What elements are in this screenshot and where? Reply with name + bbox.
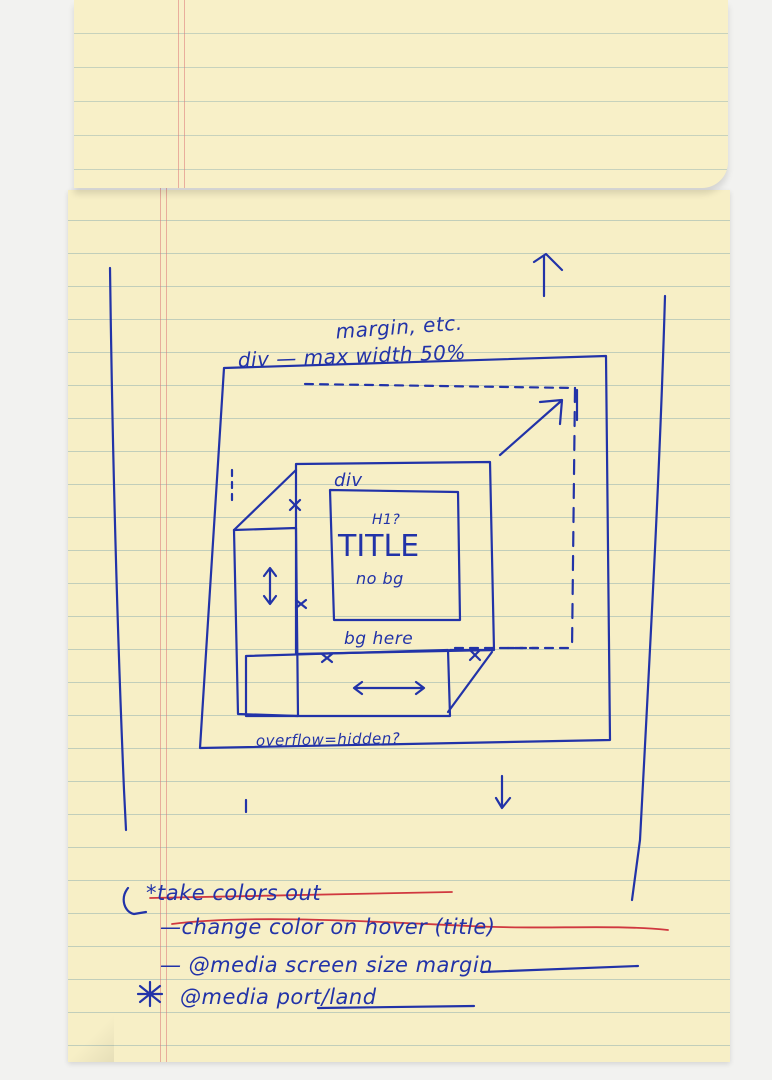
note-4: @media port/land [180, 985, 377, 1009]
outer-div-box [198, 354, 612, 750]
title-text: TITLE [337, 529, 419, 564]
folded-page-flap [74, 0, 728, 188]
strikethrough-1 [149, 891, 453, 899]
overflow-note: overflow=hidden? [256, 729, 401, 750]
bracket-arrow [122, 886, 148, 916]
strikethrough-2 [171, 918, 669, 931]
x-mark-1 [288, 498, 302, 512]
diagonal-arrow [498, 398, 564, 457]
underline-margin [480, 964, 640, 974]
x-mark-2 [294, 598, 308, 610]
red-margin-line-1 [160, 0, 161, 1062]
asterisk-bullet [136, 980, 164, 1008]
strip-diagonal [446, 650, 494, 714]
left-panel-diagonal [232, 468, 298, 532]
red-margin-line-2 [166, 0, 167, 1062]
underline-port-land [316, 1004, 476, 1010]
annotation-margin: margin, etc. [335, 311, 463, 344]
outer-div-label: div — max width 50% [237, 340, 466, 372]
note-1: *take colors out [146, 881, 321, 905]
vertical-resize-arrow [262, 566, 278, 606]
inner-div-label: div [334, 470, 363, 491]
title-box [328, 488, 462, 622]
legal-pad-page [68, 190, 730, 1062]
page-corner-curl [68, 1012, 114, 1062]
no-bg-note: no bg [356, 569, 404, 588]
horizontal-resize-arrow [352, 680, 426, 696]
x-mark-4 [468, 648, 482, 662]
bottom-strip-box [244, 648, 452, 718]
up-arrow [532, 252, 564, 298]
note-3: — @media screen size margin [160, 953, 493, 977]
flap-margin-line-1 [178, 0, 179, 188]
h1-question: H1? [372, 512, 400, 528]
down-arrow [494, 774, 512, 810]
flap-margin-line-2 [184, 0, 185, 188]
left-panel-box [232, 526, 300, 718]
dashed-box-right [570, 386, 577, 652]
left-vertical-line [108, 266, 128, 832]
bg-here-note: bg here [344, 629, 413, 649]
x-mark-3 [320, 652, 334, 664]
note-2: —change color on hover (title) [160, 915, 495, 939]
dashed-box-top [303, 382, 577, 390]
right-vertical-line [630, 294, 667, 902]
